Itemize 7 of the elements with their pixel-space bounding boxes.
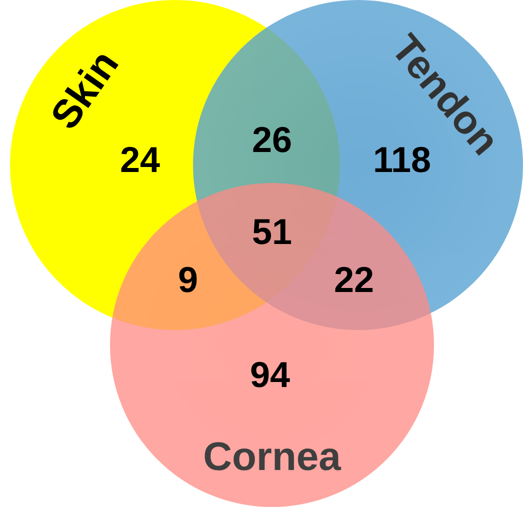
count-label: 94 [250,357,290,393]
count-label: 26 [252,122,292,158]
count-label: 22 [334,262,374,298]
set-label: Cornea [203,437,341,477]
count-label: 51 [252,214,292,250]
count-label: 9 [178,262,198,298]
count-label: 24 [120,142,160,178]
